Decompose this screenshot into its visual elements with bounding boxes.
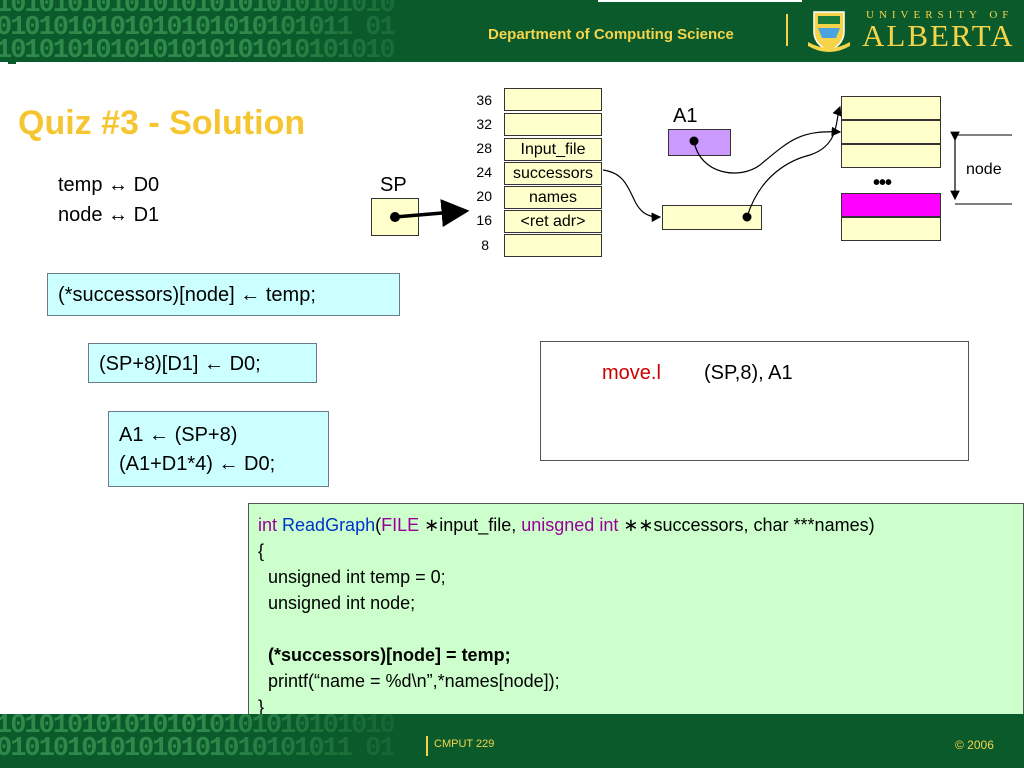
step3-box: A1 ← (SP+8) (A1+D1*4) ← D0; xyxy=(108,411,329,487)
stack-cell xyxy=(504,88,602,111)
decorative-mark xyxy=(8,62,16,64)
code-line: unsigned int temp = 0; xyxy=(258,567,446,587)
mapping-node: node ↔ D1 xyxy=(58,204,160,226)
node-array-cell xyxy=(841,96,941,120)
code-listing: int ReadGraph(FILE ∗input_file, unisgned… xyxy=(248,503,1024,734)
header-banner: 1010101010101010101010101010 01010101010… xyxy=(0,0,1024,62)
code-line-highlight: (*successors)[node] = temp; xyxy=(258,645,511,665)
university-word: UNIVERSITY OF xyxy=(866,9,1014,21)
footer-fade xyxy=(200,714,460,768)
footer-divider xyxy=(426,736,428,756)
stack-cell xyxy=(504,113,602,136)
code-line: unsigned int node; xyxy=(258,593,416,613)
stack-address: 8 xyxy=(481,237,489,253)
department-name: Department of Computing Science xyxy=(488,26,734,43)
code-text: ∗∗successors, char ***names) xyxy=(618,515,875,535)
stack-cell: successors xyxy=(504,162,602,185)
code-line: } xyxy=(258,697,265,717)
course-code: CMPUT 229 xyxy=(434,738,495,750)
code-signature: int ReadGraph(FILE ∗input_file, unisgned… xyxy=(258,512,1023,538)
step1-box: (*successors)[node] ← temp; xyxy=(47,273,400,316)
node-array-cell xyxy=(841,217,941,241)
top-accent-line xyxy=(598,0,802,2)
code-text: ∗input_file, xyxy=(419,515,522,535)
a1-register xyxy=(668,129,731,156)
footer-banner: 1010101010101010101010101010 01010101010… xyxy=(0,714,1024,768)
code-blank-line xyxy=(258,616,1023,642)
stack-address: 28 xyxy=(476,140,492,156)
stack-address: 32 xyxy=(476,116,492,132)
ellipsis-dots: ••• xyxy=(873,172,892,194)
stack-address: 20 xyxy=(476,188,492,204)
code-function-name: ReadGraph xyxy=(282,515,376,535)
stack-cell xyxy=(504,234,602,257)
step2-box: (SP+8)[D1] ← D0; xyxy=(88,343,317,383)
university-name: ALBERTA xyxy=(862,18,1015,53)
header-fade xyxy=(250,0,480,62)
stack-cell: names xyxy=(504,186,602,209)
stack-cell: Input_file xyxy=(504,138,602,161)
a1-label: A1 xyxy=(673,105,698,127)
step3-line: A1 ← (SP+8) xyxy=(119,424,238,446)
node-offset-label: node xyxy=(966,161,1002,178)
copyright-notice: © 2006 xyxy=(955,738,994,752)
university-crest-icon xyxy=(808,11,850,52)
stack-address: 16 xyxy=(476,212,492,228)
instruction-opcode: move.l xyxy=(602,362,661,384)
stack-address: 36 xyxy=(476,92,492,108)
node-array-cell xyxy=(841,144,941,168)
mapping-temp: temp ↔ D0 xyxy=(58,174,160,196)
sp-label: SP xyxy=(380,174,407,196)
code-line: printf(“name = %d\n”,*names[node]); xyxy=(258,671,560,691)
instruction-box: move.l (SP,8), A1 xyxy=(540,341,969,461)
stack-cell: <ret adr> xyxy=(504,210,602,233)
node-array-cell-highlighted xyxy=(841,193,941,217)
instruction-operands: (SP,8), A1 xyxy=(704,362,793,384)
code-keyword: int xyxy=(258,515,278,535)
slide-title: Quiz #3 - Solution xyxy=(18,104,306,142)
step3-line: (A1+D1*4) ← D0; xyxy=(119,453,276,475)
header-divider xyxy=(786,14,788,46)
stack-address: 24 xyxy=(476,164,492,180)
code-keyword: FILE xyxy=(381,515,420,535)
code-keyword: unisgned int xyxy=(521,515,619,535)
code-line: { xyxy=(258,541,265,561)
node-array-cell xyxy=(841,120,941,144)
code-text: ( xyxy=(375,515,382,535)
